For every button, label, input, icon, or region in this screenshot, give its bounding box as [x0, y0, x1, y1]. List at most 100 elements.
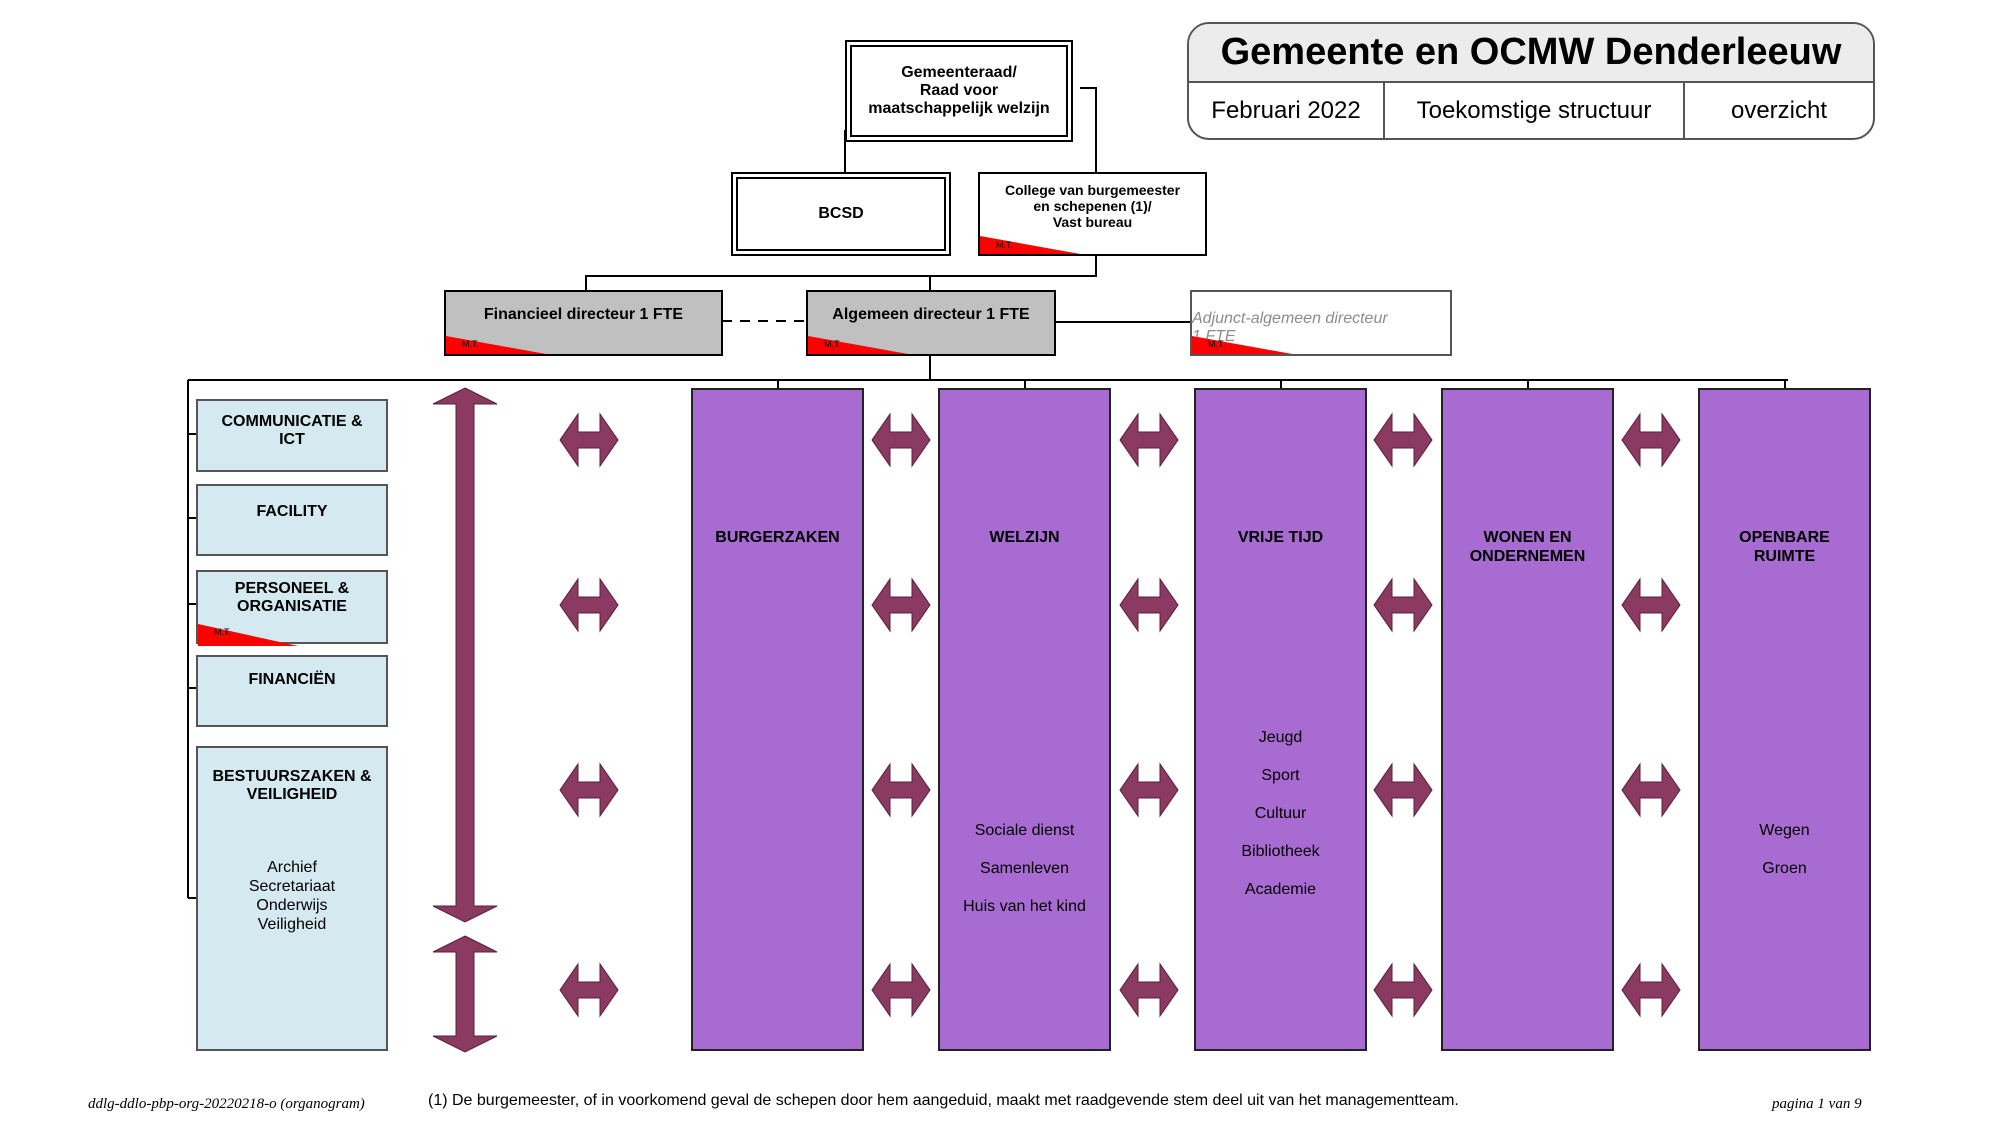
dept-title-line: ONDERNEMEN [1469, 548, 1586, 565]
double-arrow-icon [1119, 412, 1179, 468]
financial-director-box: Financieel directeur 1 FTE M.T. [444, 290, 723, 356]
mt-flag: M.T. [198, 624, 298, 646]
dept-items: Wegen Groen [1700, 821, 1869, 897]
dept-item: Huis van het kind [963, 898, 1086, 915]
double-arrow-icon [1119, 962, 1179, 1018]
dept-item: Samenleven [980, 860, 1069, 877]
vertical-double-arrow-icon [432, 935, 498, 1053]
staff-name-line: VEILIGHEID [246, 786, 338, 803]
dept-item: Bibliotheek [1241, 843, 1320, 860]
general-director-box: Algemeen directeur 1 FTE M.T. [806, 290, 1056, 356]
dept-title-line: RUIMTE [1753, 548, 1816, 565]
dept-title: WONEN EN ONDERNEMEN [1443, 528, 1612, 566]
bcsd-box: BCSD [731, 172, 951, 256]
staff-facility: FACILITY [196, 484, 388, 556]
mt-flag: M.T. [446, 336, 546, 354]
document-header: Gemeente en OCMW Denderleeuw Februari 20… [1187, 22, 1875, 140]
dept-items: Jeugd Sport Cultuur Bibliotheek Academie [1196, 728, 1365, 918]
footer-page: pagina 1 van 9 [1772, 1096, 1862, 1112]
footer-doc-id: ddlg-ddlo-pbp-org-20220218-o (organogram… [88, 1096, 365, 1112]
double-arrow-icon [1621, 412, 1681, 468]
double-arrow-icon [871, 962, 931, 1018]
college-line: College van burgemeester [1004, 182, 1181, 198]
dept-title: OPENBARE RUIMTE [1700, 528, 1869, 566]
dept-title-line: OPENBARE [1739, 529, 1830, 546]
double-arrow-icon [871, 412, 931, 468]
double-arrow-icon [559, 762, 619, 818]
double-arrow-icon [1119, 762, 1179, 818]
dept-wonen-ondernemen: WONEN EN ONDERNEMEN [1441, 388, 1614, 1051]
mt-flag: M.T. [1192, 336, 1292, 354]
mt-flag: M.T. [980, 236, 1080, 254]
dept-title-line: VRIJE TIJD [1237, 529, 1324, 546]
mt-flag: M.T. [808, 336, 908, 354]
dept-item: Jeugd [1258, 729, 1303, 746]
dept-title-line: WELZIJN [989, 529, 1060, 546]
dept-vrije-tijd: VRIJE TIJD Jeugd Sport Cultuur Bibliothe… [1194, 388, 1367, 1051]
staff-financien: FINANCIËN [196, 655, 388, 727]
general-director-label: Algemeen directeur 1 FTE [832, 306, 1030, 323]
dept-title: WELZIJN [940, 528, 1109, 547]
staff-communicatie-ict: COMMUNICATIE & ICT [196, 399, 388, 472]
double-arrow-icon [1621, 962, 1681, 1018]
staff-name-line: FACILITY [256, 503, 328, 520]
staff-subitem: Secretariaat [248, 878, 336, 895]
staff-subitem: Veiligheid [257, 916, 327, 933]
council-box: Gemeenteraad/ Raad voor maatschappelijk … [845, 40, 1073, 142]
double-arrow-icon [559, 577, 619, 633]
dept-openbare-ruimte: OPENBARE RUIMTE Wegen Groen [1698, 388, 1871, 1051]
double-arrow-icon [1373, 962, 1433, 1018]
dept-item: Wegen [1759, 822, 1810, 839]
dept-welzijn: WELZIJN Sociale dienst Samenleven Huis v… [938, 388, 1111, 1051]
financial-director-label: Financieel directeur 1 FTE [483, 306, 684, 323]
staff-name-line: ICT [279, 431, 305, 448]
dept-burgerzaken: BURGERZAKEN [691, 388, 864, 1051]
college-line: Vast bureau [1052, 214, 1133, 230]
staff-subitem: Onderwijs [256, 897, 328, 914]
double-arrow-icon [1373, 577, 1433, 633]
staff-name-line: FINANCIËN [248, 671, 336, 688]
mt-label: M.T. [824, 339, 841, 349]
header-view: overzicht [1730, 96, 1828, 124]
staff-bestuurszaken-veiligheid: BESTUURSZAKEN & VEILIGHEID Archief Secre… [196, 746, 388, 1051]
double-arrow-icon [559, 962, 619, 1018]
college-line: en schepenen (1)/ [1033, 198, 1152, 214]
staff-name-line: PERSONEEL & [234, 580, 350, 597]
footer-note: (1) De burgemeester, of in voorkomend ge… [428, 1092, 1459, 1109]
dept-title-line: WONEN EN [1483, 529, 1572, 546]
double-arrow-icon [871, 577, 931, 633]
council-line: maatschappelijk welzijn [868, 100, 1050, 117]
vertical-double-arrow-icon [432, 387, 498, 923]
dept-item: Cultuur [1254, 805, 1307, 822]
dept-items: Sociale dienst Samenleven Huis van het k… [940, 821, 1109, 935]
staff-subitem: Archief [267, 859, 317, 876]
deputy-director-box: Adjunct-algemeen directeur 1 FTE M.T. [1190, 290, 1452, 356]
mt-label: M.T. [462, 339, 479, 349]
bcsd-label: BCSD [818, 205, 864, 222]
college-box: College van burgemeester en schepenen (1… [978, 172, 1207, 256]
staff-subitems: Archief Secretariaat Onderwijs Veilighei… [198, 858, 386, 934]
header-structure: Toekomstige structuur [1385, 83, 1685, 138]
dept-item: Sport [1261, 767, 1300, 784]
mt-label: M.T. [1208, 339, 1225, 349]
double-arrow-icon [1119, 577, 1179, 633]
staff-name-line: BESTUURSZAKEN & [212, 768, 372, 785]
staff-name-line: ORGANISATIE [237, 598, 347, 615]
staff-personeel-organisatie: PERSONEEL & ORGANISATIE M.T. [196, 570, 388, 646]
mt-label: M.T. [214, 627, 231, 637]
double-arrow-icon [559, 412, 619, 468]
double-arrow-icon [1621, 762, 1681, 818]
double-arrow-icon [1373, 762, 1433, 818]
dept-item: Sociale dienst [974, 822, 1075, 839]
dept-title-line: BURGERZAKEN [715, 529, 840, 546]
dept-title: BURGERZAKEN [693, 528, 862, 547]
dept-item: Academie [1244, 881, 1317, 898]
council-line: Gemeenteraad/ [901, 64, 1017, 81]
deputy-director-line: Adjunct-algemeen directeur [1192, 310, 1388, 327]
dept-item: Groen [1762, 860, 1807, 877]
header-date: Februari 2022 [1189, 83, 1385, 138]
staff-name-line: COMMUNICATIE & [221, 413, 363, 430]
header-title: Gemeente en OCMW Denderleeuw [1189, 24, 1873, 83]
double-arrow-icon [1373, 412, 1433, 468]
